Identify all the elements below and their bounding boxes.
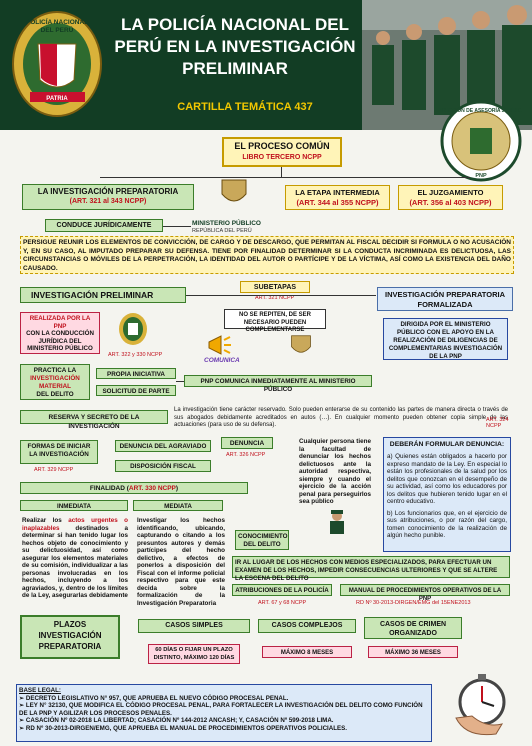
base-item-2: ➢ LEY N° 32130, QUE MODIFICA EL CÓDIGO P… bbox=[19, 702, 423, 717]
art324-label: ART. 324 NCPP bbox=[486, 417, 509, 429]
propia-box: PROPIA INICIATIVA bbox=[96, 368, 176, 379]
inm-2: actos urgentes o inaplazables bbox=[22, 517, 129, 532]
seal-bottom-text: PNP bbox=[475, 173, 487, 179]
deberan-box: DEBERÁN FORMULAR DENUNCIA: a) Quienes es… bbox=[383, 437, 511, 552]
practica-b: INVESTIGACIÓN MATERIAL bbox=[30, 375, 80, 390]
solicitud-box: SOLICITUD DE PARTE bbox=[96, 385, 176, 396]
realizada-box: REALIZADA POR LA PNP CON LA CONDUCCIÓN J… bbox=[20, 312, 100, 354]
crimen-value: MÁXIMO 36 MESES bbox=[368, 646, 458, 658]
plazos-box: PLAZOS INVESTIGACIÓN PREPARATORIA bbox=[20, 615, 120, 659]
realizada-a: REALIZADA POR LA PNP bbox=[29, 315, 91, 330]
manual-box: MANUAL DE PROCEDIMIENTOS OPERATIVOS DE L… bbox=[340, 584, 510, 602]
practica-c: DEL DELITO bbox=[36, 391, 74, 398]
base-item-4: ➢ RD Nº 30-2013-DIRGEN/EMG, QUE APRUEBA … bbox=[19, 724, 347, 732]
crimen-box: CASOS DE CRIMEN ORGANIZADO bbox=[364, 617, 462, 639]
art67-label: ART. 67 y 68 NCPP bbox=[258, 600, 307, 606]
norepiten-box: NO SE REPITEN, DE SER NECESARIO PUEDEN C… bbox=[224, 309, 326, 333]
pnp-crest-icon bbox=[119, 313, 147, 345]
prep-box: LA INVESTIGACIÓN PREPARATORIA (ART. 321 … bbox=[22, 184, 194, 210]
disposicion-fiscal-box: DISPOSICIÓN FISCAL bbox=[115, 460, 211, 472]
formal-box: INVESTIGACIÓN PREPARATORIA FORMALIZADA bbox=[377, 287, 513, 311]
cualquier-text: Cualquier persona tiene la facultad de d… bbox=[299, 438, 371, 505]
inm-3: destinados a determinar si han tenido lu… bbox=[22, 524, 128, 600]
prelim-box: INVESTIGACIÓN PRELIMINAR bbox=[20, 287, 186, 303]
officer-icon bbox=[330, 510, 344, 534]
deberan-b: b) Los funcionarios que, en el ejercicio… bbox=[387, 509, 507, 540]
practica-a: PRACTICA LA bbox=[33, 367, 77, 374]
stopwatch-hand-icon bbox=[455, 674, 506, 736]
reserva-text: La investigación tiene carácter reservad… bbox=[174, 407, 508, 428]
dirigida-box: DIRIGIDA POR EL MINISTERIO PÚBLICO CON E… bbox=[383, 318, 508, 360]
simples-value: 60 DÍAS O FIJAR UN PLAZO DISTINTO, MÁXIM… bbox=[148, 644, 240, 664]
intermedia-title: LA ETAPA INTERMEDIA bbox=[295, 188, 380, 197]
art321-label: ART. 321 NCPP bbox=[255, 295, 295, 301]
ir-box: IR AL LUGAR DE LOS HECHOS CON MEDIOS ESP… bbox=[232, 556, 510, 582]
subetapas-box: SUBETAPAS bbox=[240, 281, 310, 293]
legal-seal-icon: DIRECCIÓN DE ASESORÍA JURÍDICA PNP bbox=[440, 100, 522, 182]
juzgamiento-title: EL JUZGAMIENTO bbox=[417, 188, 484, 197]
mediata-box: MEDIATA bbox=[133, 500, 223, 511]
pnp-comunica-box: PNP COMUNICA INMEDIATAMENTE AL MINISTERI… bbox=[184, 375, 372, 393]
complejos-value: MÁXIMO 8 MESES bbox=[262, 646, 352, 658]
base-legal-box: BASE LEGAL: ➢ DECRETO LEGISLATIVO N° 957… bbox=[16, 684, 432, 742]
deberan-title: DEBERÁN FORMULAR DENUNCIA: bbox=[389, 441, 505, 448]
base-item-1: ➢ DECRETO LEGISLATIVO N° 957, QUE APRUEB… bbox=[19, 694, 289, 702]
inm-1: Realizar los bbox=[22, 517, 69, 524]
proceso-sub: LIBRO TERCERO NCPP bbox=[242, 154, 322, 161]
logo-band-text: PATRIA bbox=[46, 96, 68, 102]
prep-arts: (ART. 321 al 343 NCPP) bbox=[69, 198, 147, 205]
finalidad-c: ) bbox=[175, 485, 179, 492]
juzgamiento-arts: (ART. 356 al 403 NCPP) bbox=[409, 198, 492, 207]
mediata-text: Investigar los hechos identificando, ubi… bbox=[137, 517, 225, 607]
simples-box: CASOS SIMPLES bbox=[138, 619, 250, 633]
inmediata-text: Realizar los actos urgentes o inaplazabl… bbox=[20, 515, 130, 607]
persigue-box: PERSIGUE REUNIR LOS ELEMENTOS DE CONVICC… bbox=[20, 236, 514, 274]
ministerio-crest-icon-2 bbox=[291, 335, 311, 353]
complejos-box: CASOS COMPLEJOS bbox=[258, 619, 356, 633]
base-item-3: ➢ CASACIÓN Nº 02-2018 LA LIBERTAD; CASAC… bbox=[19, 717, 334, 724]
finalidad-box: FINALIDAD (ART. 330 NCPP) bbox=[20, 482, 248, 494]
ministerio-label: MINISTERIO PÚBLICO bbox=[192, 220, 261, 227]
ministerio-sub: REPÚBLICA DEL PERÚ bbox=[192, 228, 252, 234]
art329-label: ART. 329 NCPP bbox=[34, 467, 74, 473]
prep-title: LA INVESTIGACIÓN PREPARATORIA bbox=[37, 187, 179, 196]
atribuciones-box: ATRIBUCIONES DE LA POLICÍA bbox=[232, 584, 332, 596]
base-title: BASE LEGAL: bbox=[19, 687, 61, 694]
logo-bottom-text: DEL PERÚ bbox=[41, 25, 74, 34]
realizada-b: CON LA CONDUCCIÓN JURÍDICA DEL MINISTERI… bbox=[26, 330, 94, 352]
deberan-a: a) Quienes están obligados a hacerlo por… bbox=[387, 453, 507, 505]
megaphone-icon bbox=[208, 335, 231, 355]
conocimiento-box: CONOCIMIENTO DEL DELITO bbox=[235, 530, 289, 550]
ministerio-crest-icon bbox=[221, 179, 247, 202]
comunica-label: COMUNICA bbox=[204, 357, 240, 364]
proceso-title: EL PROCESO COMÚN bbox=[234, 141, 330, 151]
denuncia-box: DENUNCIA bbox=[221, 437, 273, 449]
page-title: LA POLICÍA NACIONAL DEL PERÚ EN LA INVES… bbox=[114, 15, 356, 78]
art326-label: ART. 326 NCPP bbox=[226, 452, 266, 458]
denuncia-agraviado-box: DENUNCIA DEL AGRAVIADO bbox=[115, 440, 211, 452]
practica-box: PRACTICA LA INVESTIGACIÓN MATERIAL DEL D… bbox=[20, 364, 90, 400]
art322-label: ART. 322 y 330 NCPP bbox=[108, 352, 163, 358]
proceso-comun-box: EL PROCESO COMÚN LIBRO TERCERO NCPP bbox=[222, 137, 342, 167]
logo-top-text: POLICÍA NACIONAL bbox=[26, 17, 88, 26]
formas-box: FORMAS DE INICIAR LA INVESTIGACIÓN bbox=[20, 440, 98, 464]
reserva-box: RESERVA Y SECRETO DE LA INVESTIGACIÓN bbox=[20, 410, 168, 430]
inmediata-box: INMEDIATA bbox=[20, 500, 128, 511]
seal-top-text: DIRECCIÓN DE ASESORÍA JURÍDICA bbox=[440, 106, 522, 114]
page-subtitle: CARTILLA TEMÁTICA 437 bbox=[177, 101, 313, 113]
intermedia-arts: (ART. 344 al 355 NCPP) bbox=[296, 198, 379, 207]
finalidad-a: FINALIDAD ( bbox=[89, 485, 129, 492]
intermedia-box: LA ETAPA INTERMEDIA (ART. 344 al 355 NCP… bbox=[285, 185, 390, 210]
rd-label: RD Nº 30-2013-DIRGEN/EMG del 15ENE2013 bbox=[356, 600, 471, 606]
juzgamiento-box: EL JUZGAMIENTO (ART. 356 al 403 NCPP) bbox=[398, 185, 503, 210]
finalidad-b: ART. 330 NCPP bbox=[128, 485, 176, 492]
police-crest-icon: POLICÍA NACIONAL DEL PERÚ PATRIA bbox=[12, 11, 102, 117]
conduce-box: CONDUCE JURÍDICAMENTE bbox=[45, 219, 163, 232]
